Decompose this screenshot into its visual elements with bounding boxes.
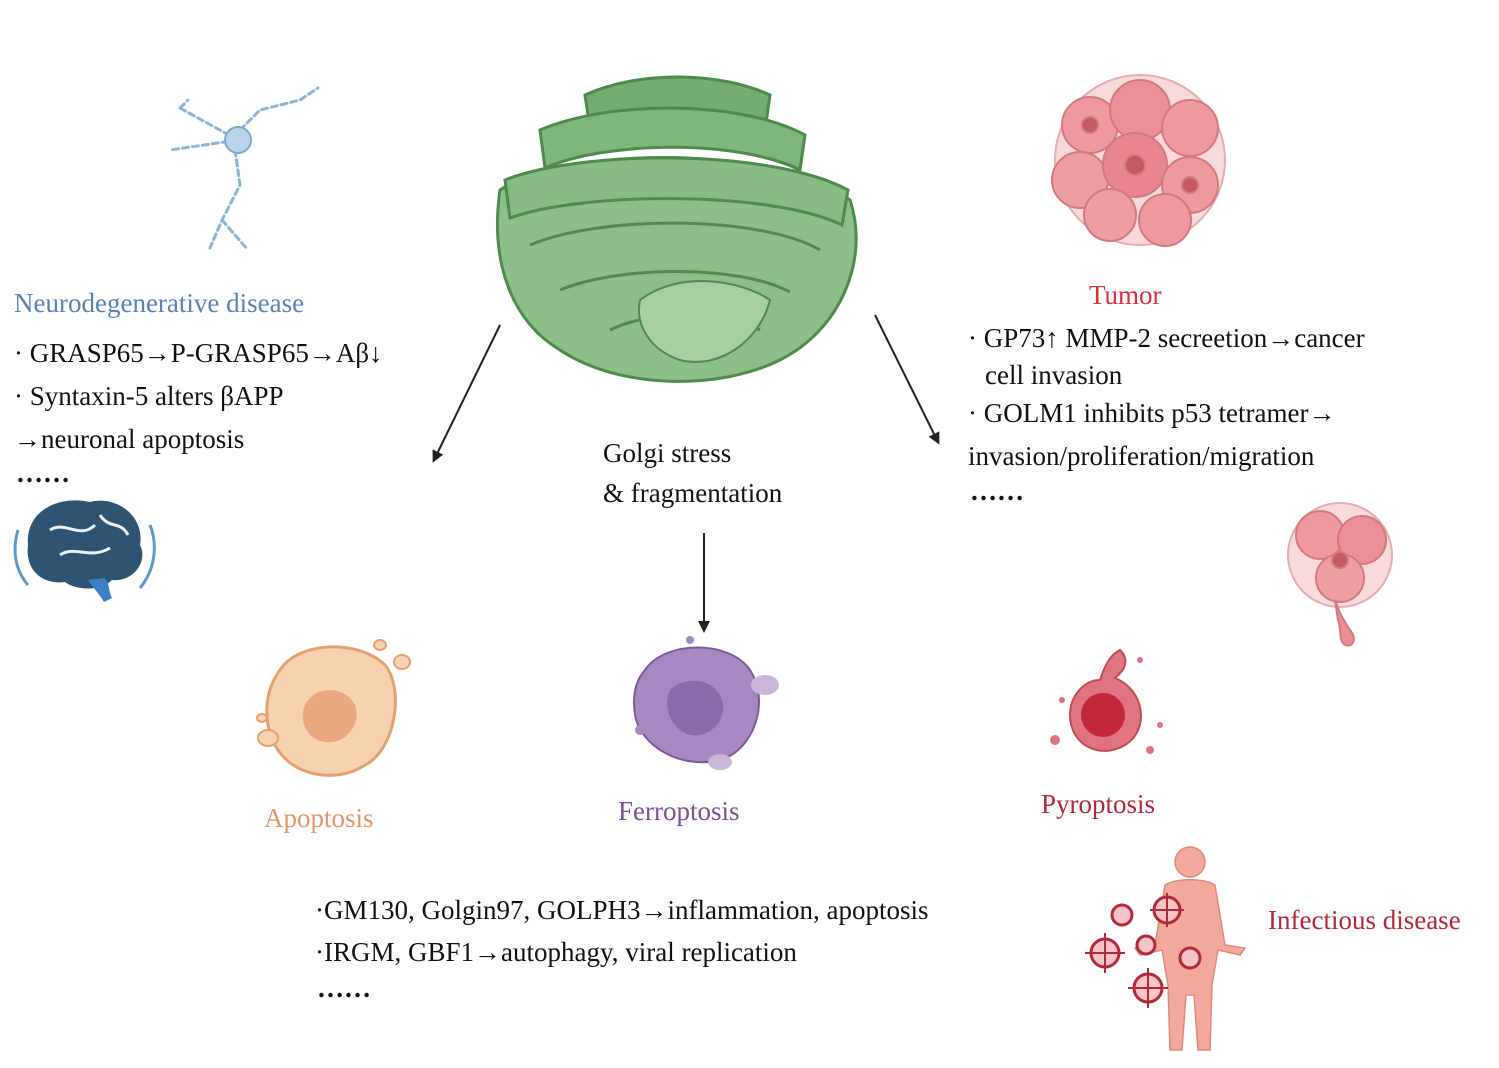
apoptosis-label: Apoptosis xyxy=(264,803,374,833)
virus-spikes xyxy=(1085,893,1184,1008)
golgi-apparatus-icon xyxy=(496,75,858,383)
apoptotic-cell-icon xyxy=(256,639,411,777)
center-label-line-1: Golgi stress xyxy=(603,438,732,468)
infection-line-2: ·IRGM, GBF1→autophagy, viral replication xyxy=(315,937,797,967)
infection-line-1: ·GM130, Golgin97, GOLPH3→inflammation, a… xyxy=(315,895,929,925)
pyroptosis-label: Pyroptosis xyxy=(1041,789,1156,819)
center-label-line-2: & fragmentation xyxy=(603,478,783,508)
tumor-line-3: · GOLM1 inhibits p53 tetramer→ xyxy=(968,398,1336,428)
brain-icon xyxy=(13,500,156,602)
tumor-line-2: cell invasion xyxy=(985,360,1123,390)
infection-more: …… xyxy=(317,973,371,1003)
neuro-line-2: · Syntaxin-5 alters βAPP xyxy=(14,381,284,411)
ferroptosis-label: Ferroptosis xyxy=(618,796,740,826)
tumor-title: Tumor xyxy=(1089,280,1162,310)
neuron-icon xyxy=(168,86,320,252)
neuro-more: …… xyxy=(16,458,70,488)
tumor-more: …… xyxy=(970,476,1024,506)
neuron-soma-icon xyxy=(224,126,252,154)
invasive-tumor-icon xyxy=(1287,502,1393,647)
neuro-line-3: →neuronal apoptosis xyxy=(14,424,245,454)
arrow-to-neuro xyxy=(432,324,501,463)
pyroptotic-cell-icon xyxy=(1050,648,1163,754)
tumor-line-1: · GP73↑ MMP-2 secreetion→cancer xyxy=(968,323,1365,353)
ferroptotic-cell-icon xyxy=(633,636,779,770)
infection-title: Infectious disease xyxy=(1268,905,1461,935)
neuro-line-1: · GRASP65→P-GRASP65→Aβ↓ xyxy=(14,338,383,368)
neuro-title: Neurodegenerative disease xyxy=(14,288,305,318)
arrow-to-tumor xyxy=(874,314,940,445)
tumor-cluster-icon xyxy=(1051,74,1226,247)
tumor-line-4: invasion/proliferation/migration xyxy=(968,441,1315,471)
